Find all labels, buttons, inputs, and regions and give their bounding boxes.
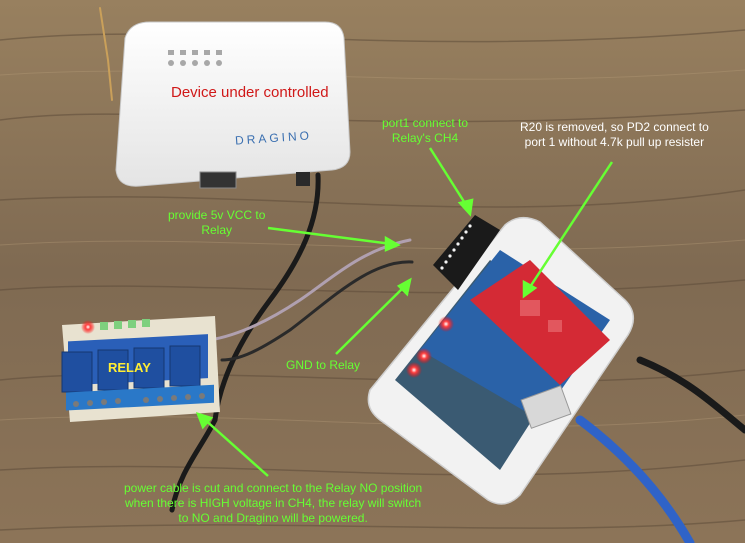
annotation-power: power cable is cut and connect to the Re… [124, 481, 423, 525]
controller-case [367, 215, 634, 505]
relay-board [61, 316, 220, 422]
cables [99, 7, 745, 543]
device-label: Device under controlled [171, 84, 329, 101]
annotation-vcc: provide 5v VCC to Relay [168, 208, 266, 237]
dragino-device [115, 21, 351, 189]
annotation-arrows [195, 147, 614, 477]
annotation-gnd: GND to Relay [286, 358, 361, 372]
relay-board-label: RELAY [108, 360, 151, 375]
annotation-r20: R20 is removed, so PD2 connect to port 1… [520, 120, 709, 149]
annotation-port1: port1 connect to Relay's CH4 [382, 116, 469, 145]
